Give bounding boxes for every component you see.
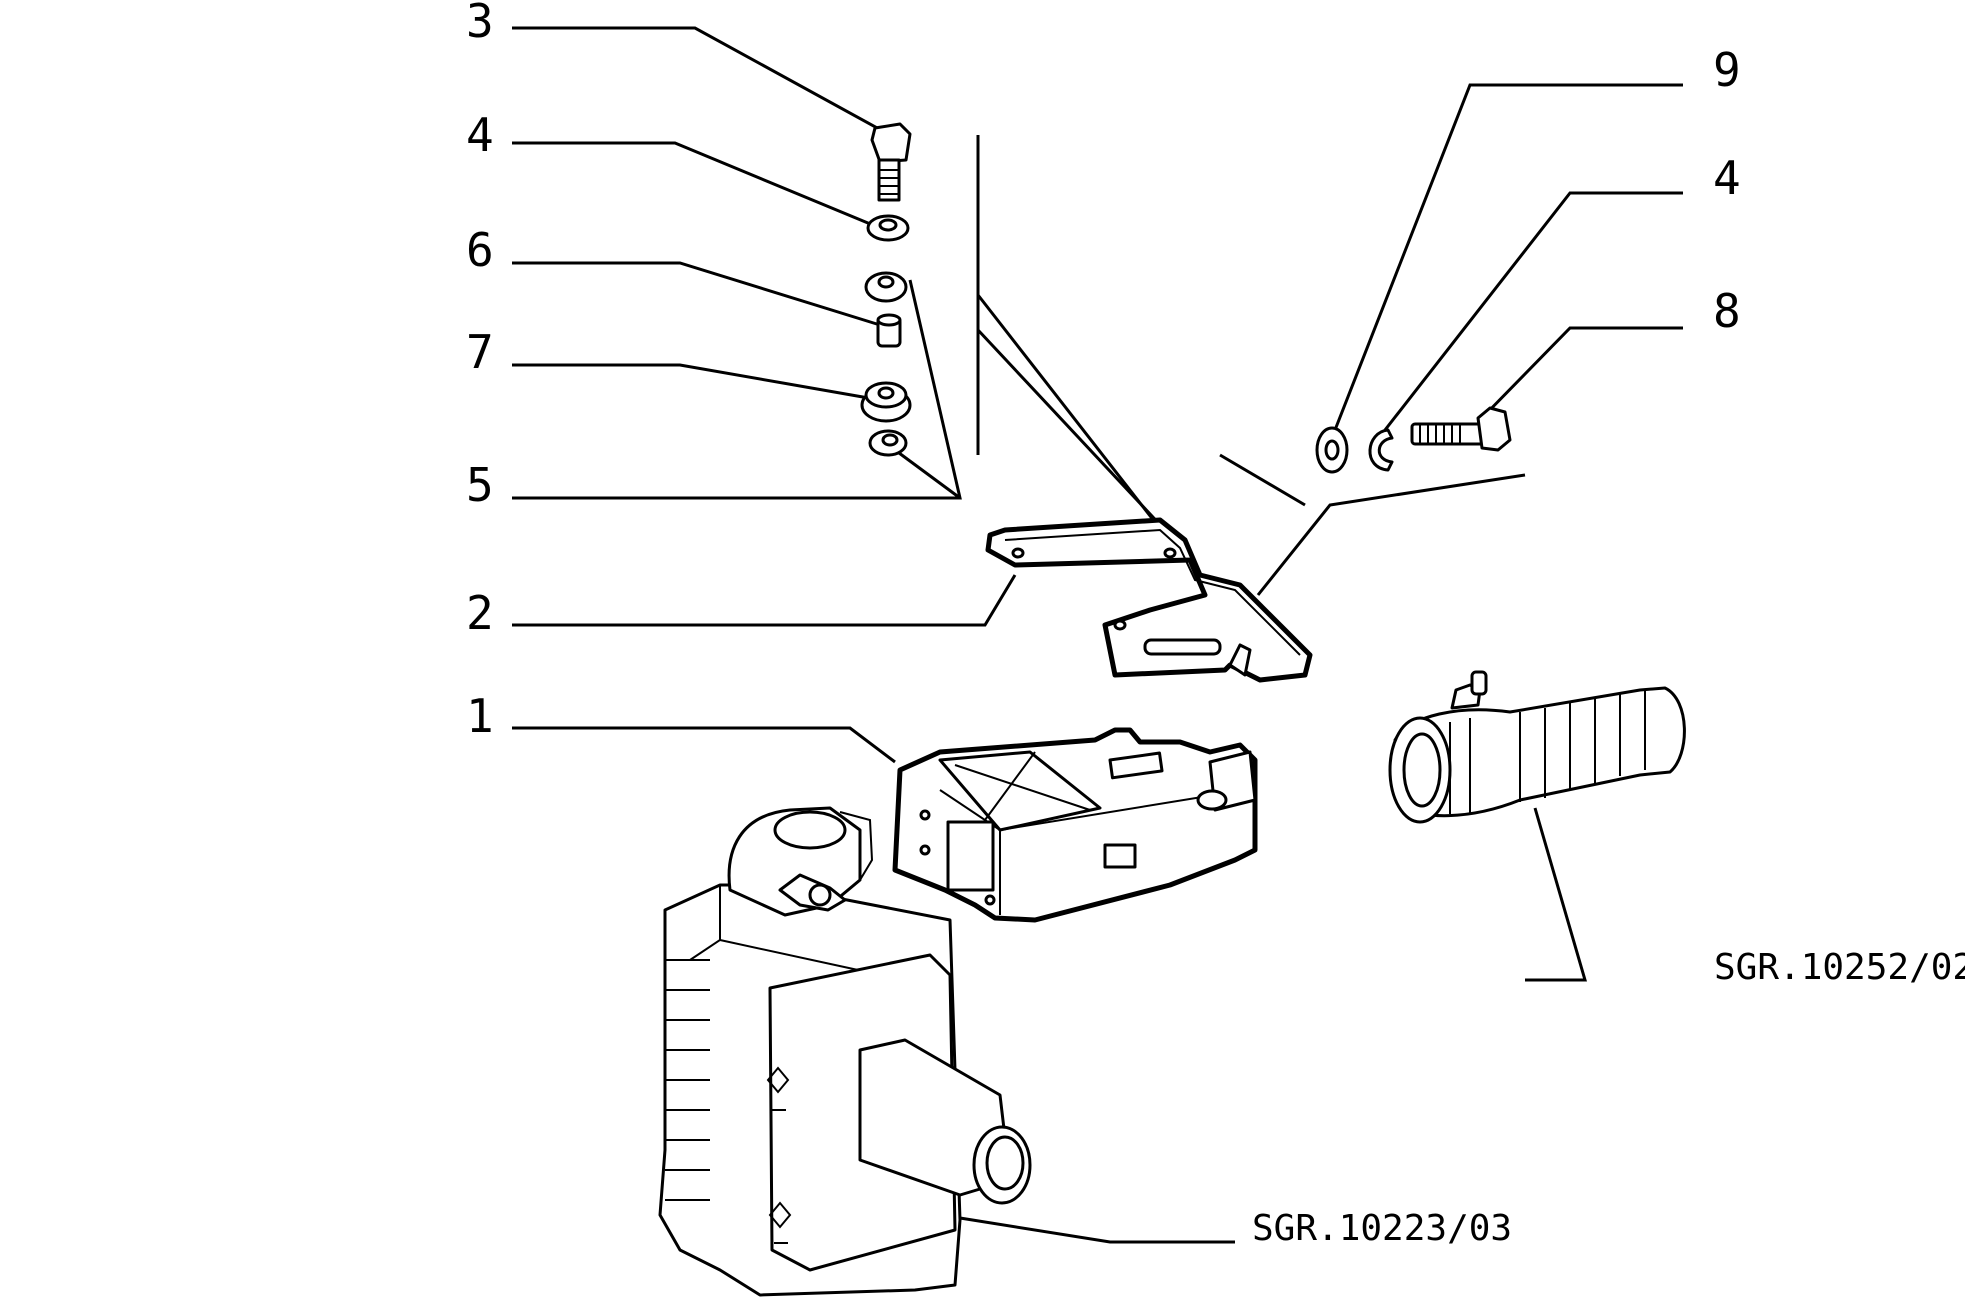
grommet-7-icon (860, 381, 912, 423)
callout-4-left: 4 (466, 108, 494, 162)
leader-hose-ref (1525, 807, 1587, 982)
air-flow-meter-1-icon (892, 727, 1258, 923)
callout-1: 1 (466, 689, 494, 743)
callout-7: 7 (466, 325, 494, 379)
leader-right-bracket-1 (1219, 453, 1306, 507)
reference-labels: SGR.10252/02 SGR.10223/03 (1252, 947, 1965, 1249)
callout-3: 3 (466, 0, 494, 48)
grommet-top-icon (864, 271, 908, 303)
leader-lines (512, 26, 1683, 1244)
leader-8 (1478, 326, 1683, 422)
washer-5-icon (868, 429, 908, 457)
leader-6 (512, 261, 881, 327)
leader-1 (512, 726, 896, 764)
callout-9: 9 (1713, 43, 1741, 97)
spring-washer-4-icon (1368, 428, 1394, 472)
washer-4-icon (866, 214, 910, 242)
ref-filter-box: SGR.10223/03 (1252, 1208, 1512, 1249)
callout-4-right: 4 (1713, 151, 1741, 205)
leader-5-b (894, 448, 961, 500)
hardware-stack-right (1315, 406, 1512, 474)
leader-right-bracket-2 (1256, 473, 1526, 596)
leader-7 (512, 363, 881, 402)
leader-9 (1333, 83, 1683, 431)
intake-hose-icon (1388, 670, 1686, 824)
washer-9-icon (1315, 426, 1349, 474)
leader-4b (1383, 191, 1683, 431)
spacer-6-icon (876, 313, 902, 348)
bracket-2-icon (985, 517, 1313, 683)
leader-2 (512, 574, 1017, 627)
callout-2: 2 (466, 586, 494, 640)
leader-filter-ref (959, 1216, 1235, 1244)
leader-3 (512, 26, 891, 137)
callout-6: 6 (466, 223, 494, 277)
bolt-8-icon (1410, 406, 1512, 452)
callout-5: 5 (466, 458, 494, 512)
air-filter-box-icon (658, 806, 1032, 1297)
hardware-stack-left (860, 122, 912, 457)
callout-8: 8 (1713, 284, 1741, 338)
ref-hose: SGR.10252/02 (1714, 947, 1965, 988)
callout-labels: 3 4 6 7 5 2 1 9 4 8 (466, 0, 1741, 743)
leader-bracket-axis-3 (976, 328, 1167, 532)
leader-4a (512, 141, 881, 230)
bolt-3-icon (870, 122, 912, 202)
